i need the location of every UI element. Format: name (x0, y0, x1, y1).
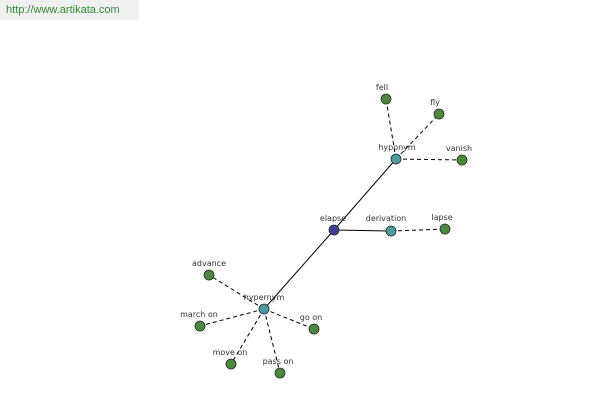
node-label-hypernym: hypernym (244, 293, 285, 302)
edge-elapse-hyponym (333, 158, 397, 231)
node-hypernym[interactable]: hypernym (244, 293, 285, 315)
node-dot-lapse[interactable] (439, 223, 451, 235)
node-label-fell: fell (376, 83, 388, 92)
node-label-derivation: derivation (366, 214, 406, 223)
node-march-on[interactable]: march on (180, 310, 218, 332)
node-dot-march-on[interactable] (194, 320, 206, 332)
node-advance[interactable]: advance (192, 259, 226, 281)
edge-derivation-lapse (390, 228, 446, 232)
node-label-go-on: go on (300, 313, 322, 322)
node-label-hyponym: hyponym (378, 143, 416, 152)
node-dot-advance[interactable] (203, 269, 215, 281)
node-fly[interactable]: fly (430, 98, 445, 120)
node-dot-move-on[interactable] (225, 358, 237, 370)
node-derivation[interactable]: derivation (366, 214, 406, 237)
site-url[interactable]: http://www.artikata.com (6, 4, 120, 16)
node-dot-derivation[interactable] (385, 225, 397, 237)
node-go-on[interactable]: go on (300, 313, 322, 335)
node-dot-hypernym[interactable] (258, 303, 270, 315)
edge-hypernym-go_on (263, 308, 315, 330)
edge-hypernym-pass_on (263, 308, 281, 374)
edge-hyponym-vanish (395, 158, 463, 161)
node-lapse[interactable]: lapse (431, 213, 453, 235)
edge-hyponym-fly (395, 113, 440, 160)
node-label-elapse: elapse (320, 214, 346, 223)
url-bar: http://www.artikata.com (0, 0, 139, 20)
node-fell[interactable]: fell (376, 83, 392, 105)
node-label-vanish: vanish (446, 144, 472, 153)
node-dot-vanish[interactable] (456, 154, 468, 166)
node-move-on[interactable]: move on (213, 348, 248, 370)
edge-hypernym-advance (208, 274, 265, 310)
node-label-fly: fly (430, 98, 440, 107)
edge-elapse-hypernym (263, 229, 335, 310)
edge-elapse-derivation (333, 229, 392, 232)
node-pass-on[interactable]: pass on (263, 357, 294, 379)
nodes-layer: elapse hyponym derivation hypernym fell fly va… (180, 83, 472, 379)
node-label-pass-on: pass on (263, 357, 294, 366)
node-hyponym[interactable]: hyponym (378, 143, 416, 165)
node-dot-fell[interactable] (380, 93, 392, 105)
node-vanish[interactable]: vanish (446, 144, 472, 166)
node-label-march-on: march on (180, 310, 218, 319)
node-label-move-on: move on (213, 348, 248, 357)
edges-layer (199, 98, 463, 374)
node-dot-go-on[interactable] (308, 323, 320, 335)
node-dot-elapse[interactable] (328, 224, 340, 236)
node-dot-fly[interactable] (433, 108, 445, 120)
node-elapse[interactable]: elapse (320, 214, 346, 236)
node-dot-hyponym[interactable] (390, 153, 402, 165)
node-dot-pass-on[interactable] (274, 367, 286, 379)
node-label-advance: advance (192, 259, 226, 268)
edge-hyponym-fell (385, 98, 397, 160)
edge-hypernym-move_on (230, 308, 265, 365)
node-label-lapse: lapse (431, 213, 452, 222)
